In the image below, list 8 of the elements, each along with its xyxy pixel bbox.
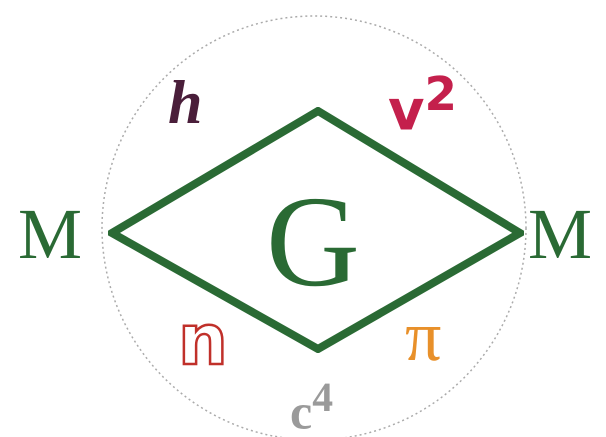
letter-label: M <box>528 198 592 270</box>
letter-label: v$^{2}$ <box>388 72 457 140</box>
symbol-label: π <box>405 300 442 372</box>
letter-label: h <box>168 72 202 134</box>
letter-label: c$^{4}$ <box>290 378 334 437</box>
center-letter: G <box>266 177 360 307</box>
letter-label: M <box>18 198 82 270</box>
letter-label: n <box>178 305 228 375</box>
